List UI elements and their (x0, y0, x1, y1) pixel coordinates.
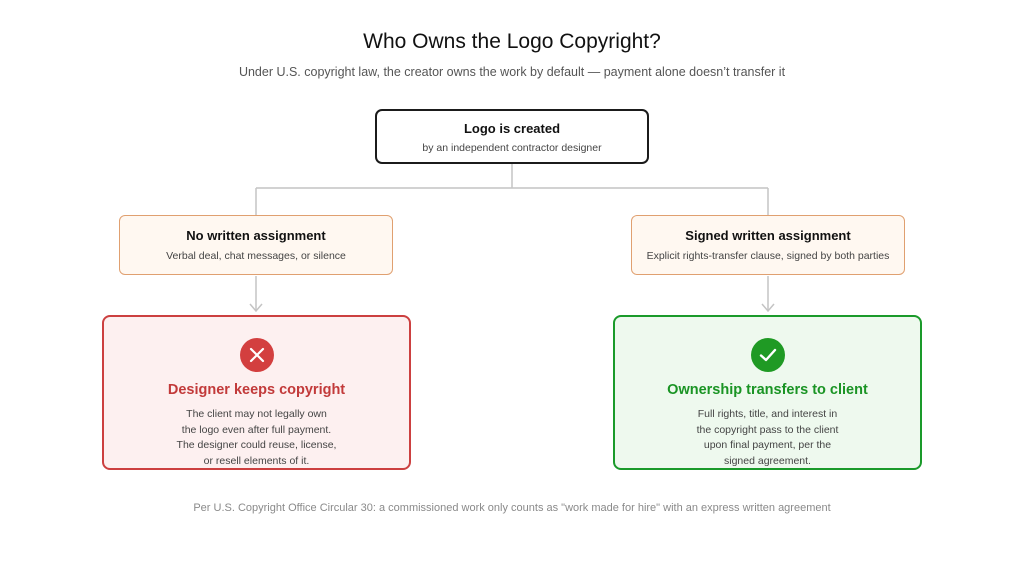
check-icon (750, 338, 785, 372)
outcome-title: Ownership transfers to client (667, 382, 868, 398)
outcome-body: Full rights, title, and interest in the … (668, 407, 868, 469)
outcome-body-line: the logo even after full payment. (181, 423, 332, 436)
right-arrowhead (761, 303, 775, 313)
branch-signed-written-assignment: Signed written assignment Explicit right… (631, 215, 905, 275)
outcome-body-line: The designer could reuse, license, (176, 439, 337, 451)
diagram-title: Who Owns the Logo Copyright? (363, 30, 661, 53)
branch-subtitle: Verbal deal, chat messages, or silence (166, 250, 346, 262)
outcome-ownership-transfers: Ownership transfers to client Full right… (613, 315, 922, 470)
branch-subtitle: Explicit rights-transfer clause, signed … (646, 250, 890, 262)
branch-title: No written assignment (186, 228, 326, 243)
outcome-body-line: The client may not legally own (186, 408, 327, 420)
footnote: Per U.S. Copyright Office Circular 30: a… (193, 502, 831, 514)
x-icon (239, 338, 274, 372)
root-node: Logo is created by an independent contra… (375, 109, 649, 164)
outcome-body-line: upon final payment, per the (703, 439, 832, 451)
root-node-title: Logo is created (463, 121, 561, 136)
outcome-body: The client may not legally own the logo … (157, 407, 357, 469)
outcome-title: Designer keeps copyright (167, 382, 346, 398)
outcome-body-line: the copyright pass to the client (696, 423, 839, 436)
root-node-subtitle: by an independent contractor designer (422, 142, 602, 154)
diagram-subtitle: Under U.S. copyright law, the creator ow… (238, 65, 786, 79)
outcome-body-line: Full rights, title, and interest in (697, 408, 838, 420)
outcome-body-line: signed agreement. (724, 454, 811, 467)
branch-no-written-assignment: No written assignment Verbal deal, chat … (119, 215, 393, 275)
left-arrowhead (249, 303, 263, 313)
outcome-designer-keeps-copyright: Designer keeps copyright The client may … (102, 315, 411, 470)
branch-title: Signed written assignment (685, 228, 851, 243)
outcome-body-line: or resell elements of it. (203, 454, 310, 467)
